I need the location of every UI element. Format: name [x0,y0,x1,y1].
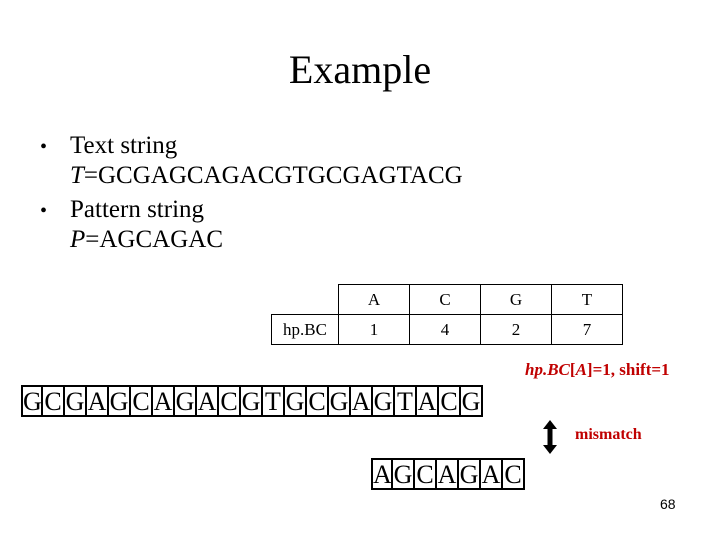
text-char-cell: C [307,385,329,417]
text-char-cell: C [439,385,461,417]
pattern-char-cell: A [371,458,393,490]
slide-title: Example [288,47,432,92]
text-char-cell: A [153,385,175,417]
table-cell: 1 [338,314,410,345]
text-char-cell: A [417,385,439,417]
pattern-string-line: P=AGCAGAC [40,226,463,260]
shift-arg: A [575,360,587,379]
mismatch-label: mismatch [575,426,642,443]
pattern-value: =AGCAGAC [85,226,224,253]
bullet-label: Pattern string [70,196,205,223]
text-char-cell: G [329,385,351,417]
table-header-row: A C G T [271,284,623,315]
table-cell: 4 [409,314,481,345]
table-corner-cell [271,284,339,315]
text-value: =GCGAGCAGACGTGCGAGTACG [83,162,463,189]
bullet-list: • Text string T=GCGAGCAGACGTGCGAGTACG • … [40,132,463,260]
bullet-item-text: • Text string [40,132,463,162]
page-number: 68 [660,496,676,512]
text-char-cell: G [373,385,395,417]
table-header-cell: A [338,284,410,315]
bullet-icon: • [40,136,48,158]
shift-func: hp.BC [525,360,570,379]
text-string-line: T=GCGAGCAGACGTGCGAGTACG [40,162,463,196]
text-char-cell: G [241,385,263,417]
shift-annotation: hp.BC[A]=1, shift=1 [525,360,670,380]
table-row-label: hp.BC [271,314,339,345]
pattern-char-cell: C [415,458,437,490]
table-cell: 7 [551,314,623,345]
shift-open: [ [569,360,576,379]
text-char-cell: C [131,385,153,417]
text-char-cell: G [109,385,131,417]
bullet-icon: • [40,200,48,222]
double-headed-arrow-icon [543,420,557,454]
text-char-cell: G [175,385,197,417]
text-char-cell: G [285,385,307,417]
text-char-cell: G [21,385,43,417]
table-row: hp.BC 1 4 2 7 [271,314,623,345]
pattern-var: P [70,226,86,253]
text-char-cell: G [65,385,87,417]
text-char-cell: C [43,385,65,417]
table-header-cell: T [551,284,623,315]
pattern-char-cell: G [459,458,481,490]
text-char-cell: A [197,385,219,417]
table-header-cell: G [480,284,552,315]
text-char-cell: T [395,385,417,417]
bullet-label: Text string [70,132,178,159]
pattern-char-cell: G [393,458,415,490]
table-header-cell: C [409,284,481,315]
table-cell: 2 [480,314,552,345]
pattern-char-cell: C [503,458,525,490]
text-char-cell: T [263,385,285,417]
text-char-cell: C [219,385,241,417]
text-var: T [70,162,84,189]
text-char-cell: G [461,385,483,417]
text-char-cell: A [87,385,109,417]
shift-rest: ]=1, shift=1 [586,360,670,379]
bad-character-table: A C G T hp.BC 1 4 2 7 [271,284,623,345]
pattern-char-cell: A [437,458,459,490]
text-char-cell: A [351,385,373,417]
bullet-item-pattern: • Pattern string [40,196,463,226]
pattern-char-cell: A [481,458,503,490]
